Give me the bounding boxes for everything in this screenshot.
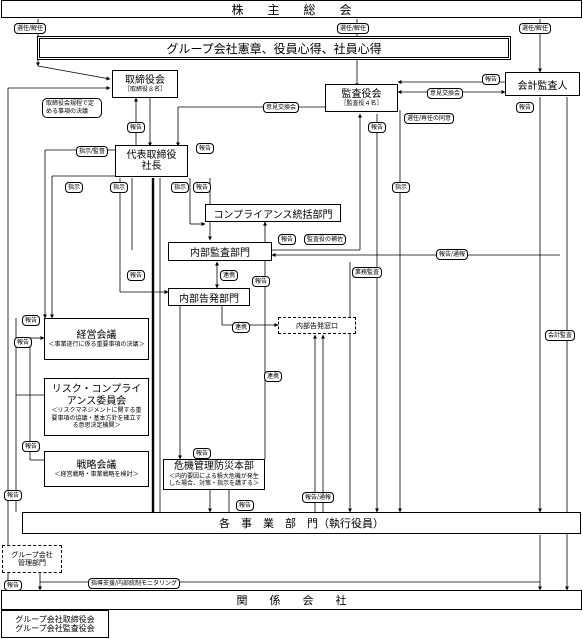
risk-committee-line1: リスク・コンプライ xyxy=(51,384,142,396)
compliance-dept-label: コンプライアンス統括部門 xyxy=(213,209,333,221)
label-liaison-1: 連携 xyxy=(220,270,239,281)
label-report-9: 報告 xyxy=(4,580,23,591)
label-report-notice: 報告/通報 xyxy=(436,249,469,260)
label-business-audit: 業務監査 xyxy=(352,267,383,278)
risk-compliance-committee-box: リスク・コンプライ アンス委員会 ＜リスクマネジメントに関する重要事項の協議・基… xyxy=(44,378,149,436)
auditors-sublabel: ［監査役４名］ xyxy=(340,100,383,107)
affiliate-board-label: グループ会社取締役会 xyxy=(15,614,95,624)
label-report-7: 報告 xyxy=(4,490,23,501)
mgmt-meeting-label: 経営会議 xyxy=(76,329,117,341)
charter-label: グループ会社憲章、役員心得、社員心得 xyxy=(166,41,382,56)
whistle-dept-label: 内部告発部門 xyxy=(179,293,239,305)
divisions-label: 各 事 業 部 門（執行役員） xyxy=(219,517,384,530)
whistle-dept-box: 内部告発部門 xyxy=(168,288,250,306)
affiliated-companies-box: 関 係 会 社 xyxy=(1,590,582,610)
label-report-auditors: 報告 xyxy=(368,122,387,133)
whistle-window-label: 内部告発窓口 xyxy=(296,321,338,330)
label-report-4: 報告 xyxy=(14,337,33,348)
label-report-6: 報告 xyxy=(193,448,212,459)
strategy-meeting-box: 戦略会議 ＜経営戦略・事業戦略を検討＞ xyxy=(44,451,149,487)
label-instruct-2: 指示 xyxy=(110,182,129,193)
affiliate-auditors-label: グループ会社監査役会 xyxy=(15,624,95,633)
risk-committee-line2: アンス委員会 xyxy=(66,395,127,407)
label-report-5: 報告 xyxy=(22,441,41,452)
label-report-president: 報告 xyxy=(127,122,146,133)
internal-audit-box: 内部監査部門 xyxy=(168,242,272,261)
label-report-accountant-1: 報告 xyxy=(482,74,501,85)
label-report-whistle: 報告 xyxy=(252,276,271,287)
label-liaison-2: 連携 xyxy=(232,322,251,333)
board-of-directors-box: 取締役会 ［取締役８名］ xyxy=(112,70,178,98)
compliance-dept-box: コンプライアンス統括部門 xyxy=(205,204,341,222)
president-box: 代表取締役 社長 xyxy=(115,145,188,177)
label-report-1: 報告 xyxy=(193,182,212,193)
label-opinion-exchange-2: 意見交換会 xyxy=(427,88,464,99)
label-report-accountant-2: 報告 xyxy=(516,102,535,113)
crisis-hq-label: 危機管理防災本部 xyxy=(174,461,254,473)
label-accounting-audit: 会計監査 xyxy=(545,330,576,341)
label-report-notice-2: 報告/通報 xyxy=(302,492,335,503)
label-instruct-1: 指示 xyxy=(65,182,84,193)
label-instruct-3: 指示 xyxy=(171,182,190,193)
label-appoint-accountant: 選任/解任 xyxy=(519,23,552,34)
strategy-meeting-label: 戦略会議 xyxy=(76,459,117,471)
accountant-label: 会計監査人 xyxy=(517,80,568,92)
strategy-meeting-sublabel: ＜経営戦略・事業戦略を検討＞ xyxy=(54,471,139,478)
label-report-8: 報告 xyxy=(236,500,255,511)
management-meeting-box: 経営会議 ＜事業遂行に係る重要事項の決議＞ xyxy=(44,318,149,360)
crisis-hq-sublabel: ＜内的要因による積大危機が発生した場合、対策・指示を講ずる＞ xyxy=(168,472,259,488)
business-divisions-box: 各 事 業 部 門（執行役員） xyxy=(22,512,581,534)
board-label: 取締役会 xyxy=(125,74,165,86)
label-report-2: 報告 xyxy=(127,270,146,281)
shareholders-meeting-label: 株 主 総 会 xyxy=(231,2,352,17)
group-mgmt-line1: グループ会社 xyxy=(11,550,53,559)
president-line2: 社長 xyxy=(141,161,162,172)
shareholders-meeting-box: 株 主 総 会 xyxy=(1,0,582,18)
crisis-management-hq-box: 危機管理防災本部 ＜内的要因による積大危機が発生した場合、対策・指示を講ずる＞ xyxy=(163,459,265,490)
label-report-3: 報告 xyxy=(22,315,41,326)
group-mgmt-line2: 管理部門 xyxy=(18,559,46,567)
whistle-window-box: 内部告発窓口 xyxy=(278,317,356,334)
affiliate-governance-box: グループ会社取締役会 グループ会社監査役会 xyxy=(1,610,109,638)
mgmt-meeting-sublabel: ＜事業遂行に係る重要事項の決議＞ xyxy=(48,341,145,348)
label-appoint-board: 選任/解任 xyxy=(14,23,47,34)
affiliates-label: 関 係 会 社 xyxy=(236,594,347,607)
label-opinion-exchange-1: 意見交換会 xyxy=(263,102,300,113)
label-liaison-3: 連携 xyxy=(264,371,283,382)
group-management-dept-box: グループ会社 管理部門 xyxy=(2,545,62,573)
internal-audit-label: 内部監査部門 xyxy=(190,248,250,259)
label-auditor-support: 監査役の補佐 xyxy=(304,234,347,245)
board-sublabel: ［取締役８名］ xyxy=(123,86,166,93)
label-guidance-monitoring: 指導支援/内部統制モニタリング xyxy=(88,578,181,589)
auditors-label: 監査役会 xyxy=(341,88,382,100)
label-appoint-auditors: 選任/解任 xyxy=(337,23,370,34)
label-board-matters: 取締役会規程で定める事項の決議 xyxy=(42,98,102,118)
president-line1: 代表取締役 xyxy=(126,149,177,161)
label-instruct-supervise: 指示/監督 xyxy=(76,146,109,157)
charter-box: グループ会社憲章、役員心得、社員心得 xyxy=(37,36,511,60)
label-instruct-4: 指示 xyxy=(392,182,411,193)
label-report-president-2: 報告 xyxy=(196,143,215,154)
label-consent: 選任/再任の同意 xyxy=(404,113,455,124)
label-report-internal-audit: 報告 xyxy=(278,234,297,245)
board-of-auditors-box: 監査役会 ［監査役４名］ xyxy=(325,84,398,112)
accounting-auditor-box: 会計監査人 xyxy=(505,72,580,96)
risk-committee-sublabel: ＜リスクマネジメントに関する重要事項の協議・基本方針を確立する意思決定機関＞ xyxy=(51,407,142,430)
